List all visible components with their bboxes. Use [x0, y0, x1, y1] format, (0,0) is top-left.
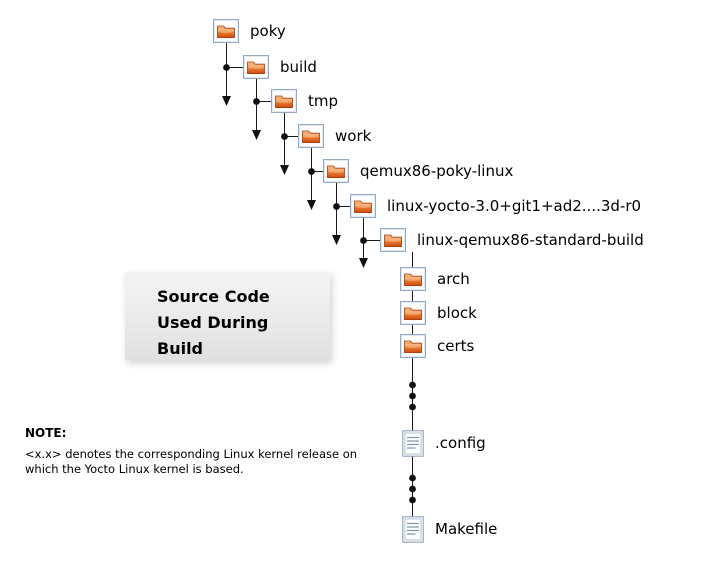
- folder-icon: [213, 19, 239, 43]
- tree-node-label: block: [437, 303, 477, 322]
- tree-node-certs: certs: [400, 334, 474, 358]
- ellipsis-dots: [409, 381, 416, 504]
- note-block: NOTE: <x.x> denotes the corresponding Li…: [25, 426, 385, 477]
- branch-dot: [223, 64, 367, 244]
- file-icon: [402, 516, 424, 543]
- tree-node-label: linux-qemux86-standard-build: [417, 230, 644, 249]
- tree-node-build: build: [243, 55, 317, 79]
- tree-node-poky: poky: [213, 19, 286, 43]
- tree-node-label: build: [280, 57, 317, 76]
- note-title: NOTE:: [25, 426, 67, 440]
- tree-node-label: certs: [437, 336, 475, 355]
- file-icon: [402, 430, 424, 457]
- arrow-down-icon: [222, 96, 368, 268]
- tree-node-label: Makefile: [435, 520, 498, 538]
- folder-icon: [323, 159, 349, 183]
- tree-node-label: poky: [250, 21, 286, 40]
- tree-node-config: .config: [402, 430, 486, 457]
- folder-icon: [271, 89, 297, 113]
- folder-icon: [400, 301, 426, 325]
- tree-node-work: work: [298, 124, 371, 148]
- tree-node-label: .config: [435, 434, 486, 452]
- folder-icon: [380, 228, 406, 252]
- tree-node-label: arch: [437, 269, 470, 288]
- folder-icon: [400, 334, 426, 358]
- folder-icon: [350, 194, 376, 218]
- tree-node-qemux86-poky-linux: qemux86-poky-linux: [323, 159, 513, 183]
- callout-line: Build: [157, 339, 204, 358]
- tree-node-label: linux-yocto-3.0+git1+ad2....3d-r0: [387, 196, 642, 215]
- note-text: which the Yocto Linux kernel is based.: [25, 462, 244, 476]
- folder-icon: [243, 55, 269, 79]
- tree-node-tmp: tmp: [271, 89, 338, 113]
- callout-line: Used During: [157, 313, 269, 332]
- tree-node-makefile: Makefile: [402, 516, 497, 543]
- tree-node-label: qemux86-poky-linux: [360, 161, 514, 180]
- tree-node-block: block: [400, 301, 477, 325]
- tree-node-linux-yocto: linux-yocto-3.0+git1+ad2....3d-r0: [350, 194, 641, 218]
- tree-node-label: work: [335, 126, 372, 145]
- folder-icon: [400, 267, 426, 291]
- tree-node-linux-qemux86-standard-build: linux-qemux86-standard-build: [380, 228, 644, 252]
- callout-box: Source Code Used During Build: [125, 272, 330, 360]
- folder-icon: [298, 124, 324, 148]
- note-text: <x.x> denotes the corresponding Linux ke…: [25, 447, 358, 461]
- callout-line: Source Code: [157, 287, 270, 306]
- tree-node-label: tmp: [308, 91, 339, 110]
- tree-node-arch: arch: [400, 267, 470, 291]
